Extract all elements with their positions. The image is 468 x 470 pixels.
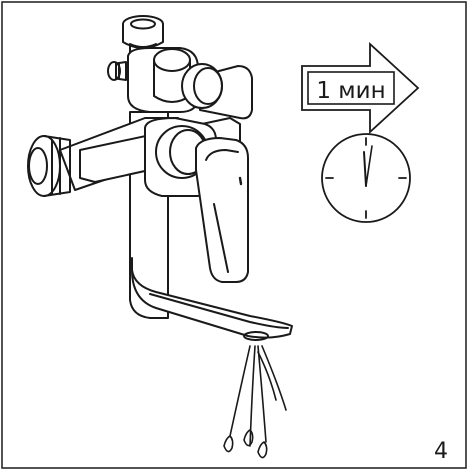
clock-hand-minute — [365, 145, 373, 187]
spout — [131, 257, 293, 339]
timer-arrow: 1 мин — [301, 41, 420, 135]
water-line-4 — [261, 345, 287, 411]
diverter-cap — [153, 48, 191, 72]
arrow-label: 1 мин — [316, 78, 385, 104]
arrow-label-box — [307, 71, 395, 105]
clock-icon — [321, 133, 411, 223]
top-pipe-opening — [130, 18, 156, 30]
mixer-faucet-drawing — [27, 15, 293, 341]
water-drop-3 — [257, 441, 268, 459]
step-number: 4 — [434, 439, 448, 464]
water-line-5 — [257, 351, 277, 401]
water-line-2 — [249, 345, 256, 447]
left-nut — [27, 135, 61, 197]
water-stream — [223, 345, 287, 459]
main-lever — [195, 137, 249, 283]
water-drop-1 — [223, 435, 234, 453]
water-line-1 — [229, 345, 251, 437]
water-drop-2 — [243, 429, 254, 447]
clock-hand-hour — [363, 151, 367, 187]
